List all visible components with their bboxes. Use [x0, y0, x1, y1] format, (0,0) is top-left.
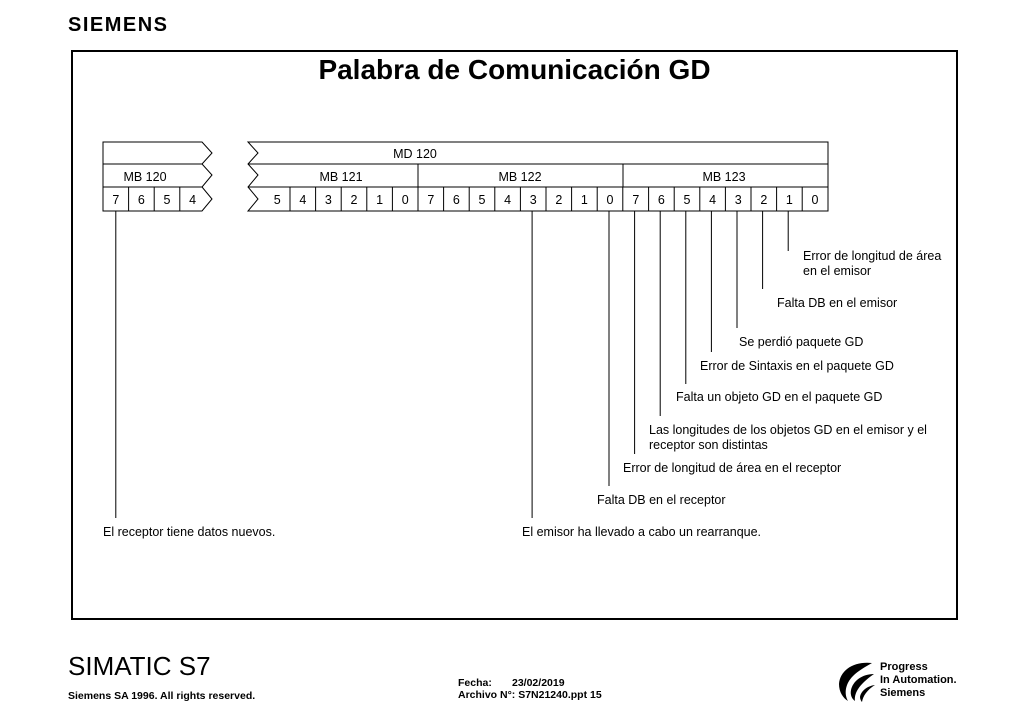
- bit-cell-label: 1: [376, 193, 383, 207]
- byte-label: MB 120: [123, 170, 166, 184]
- annotation-receiver-new-data: El receptor tiene datos nuevos.: [103, 525, 276, 539]
- bit-cell-label: 7: [632, 193, 639, 207]
- file-number: Archivo N°: S7N21240.ppt 15: [458, 689, 602, 701]
- slogan: Progress In Automation. Siemens: [880, 661, 957, 699]
- bit-cell-label: 3: [735, 193, 742, 207]
- bit-cell-label: 4: [709, 193, 716, 207]
- mb120-outline: [102, 141, 213, 212]
- byte-label: MB 122: [498, 170, 541, 184]
- bit-cell-label: 2: [760, 193, 767, 207]
- siemens-logo: SIEMENS: [68, 14, 169, 36]
- register-outline: [246, 141, 829, 212]
- progress-swoosh-icon: [839, 662, 875, 702]
- bit-cell-label: 3: [325, 193, 332, 207]
- date-value: 23/02/2019: [512, 677, 565, 689]
- bit-cell-label: 5: [274, 193, 281, 207]
- bit-cell-label: 5: [684, 193, 691, 207]
- md120-label: MD 120: [393, 147, 437, 161]
- byte-label: MB 121: [319, 170, 362, 184]
- product-name: SIMATIC S7: [68, 651, 211, 681]
- annotation-gd-packet-lost: Se perdió paquete GD: [739, 335, 864, 349]
- bit-cell-label: 5: [164, 193, 171, 207]
- annotation-gd-object-missing: Falta un objeto GD en el paquete GD: [676, 390, 883, 404]
- annotation-syntax-error: Error de Sintaxis en el paquete GD: [700, 359, 894, 373]
- annotation-object-length-mismatch: Las longitudes de los objetos GD en el e…: [649, 423, 927, 452]
- bit-cell-label: 1: [581, 193, 588, 207]
- bit-cell-label: 0: [607, 193, 614, 207]
- bit-cell-label: 4: [299, 193, 306, 207]
- bit-cell-label: 0: [812, 193, 819, 207]
- bit-cell-label: 0: [402, 193, 409, 207]
- bit-cell-label: 4: [504, 193, 511, 207]
- date-label: Fecha:: [458, 677, 492, 689]
- annotation-db-missing-sender: Falta DB en el emisor: [777, 296, 898, 310]
- bit-cell-label: 7: [112, 193, 119, 207]
- annotation-sender-restart: El emisor ha llevado a cabo un rearranqu…: [522, 525, 762, 539]
- bit-cell-label: 2: [555, 193, 562, 207]
- bit-cell-label: 2: [351, 193, 358, 207]
- bit-cell-label: 6: [658, 193, 665, 207]
- bit-cell-label: 6: [138, 193, 145, 207]
- annotation-db-missing-receiver: Falta DB en el receptor: [597, 493, 726, 507]
- copyright: Siemens SA 1996. All rights reserved.: [68, 690, 256, 702]
- slide-title: Palabra de Comunicación GD: [318, 54, 711, 85]
- bit-cell-label: 6: [453, 193, 460, 207]
- bit-cell-label: 4: [189, 193, 196, 207]
- byte-label: MB 123: [702, 170, 745, 184]
- bit-cell-label: 1: [786, 193, 793, 207]
- slide-frame: [71, 50, 958, 620]
- bit-cell-label: 5: [479, 193, 486, 207]
- bit-cell-label: 3: [530, 193, 537, 207]
- bit-cell-label: 7: [427, 193, 434, 207]
- annotation-area-length-error-receiver: Error de longitud de área en el receptor: [623, 461, 842, 475]
